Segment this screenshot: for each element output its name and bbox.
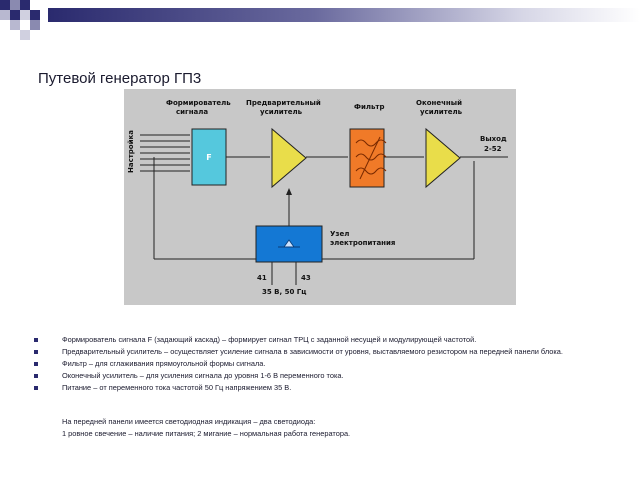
power-label-line2: электропитания: [330, 239, 395, 247]
deco-square: [10, 0, 20, 10]
shaper-label-line2: сигнала: [176, 108, 208, 116]
deco-square: [0, 10, 10, 20]
supply-label: 35 В, 50 Гц: [262, 288, 306, 296]
note-line: На передней панели имеется светодиодная …: [62, 417, 316, 426]
filter-label: Фильтр: [354, 103, 384, 111]
terminal-left-label: 41: [257, 274, 267, 282]
power-label: Узел электропитания: [330, 230, 395, 247]
deco-square: [20, 30, 30, 40]
rectifier-icon: [278, 239, 300, 248]
bullet-item: Фильтр – для сглаживания прямоугольной ф…: [34, 359, 624, 369]
block-diagram: Настройка F Формирователь сигнала Предва…: [124, 89, 516, 305]
deco-square: [10, 20, 20, 30]
setting-label: Настройка: [127, 130, 135, 173]
preamp-label-line1: Предварительный: [246, 99, 321, 107]
final-amp-triangle: [425, 127, 461, 189]
final-amp-label-line2: усилитель: [420, 108, 463, 116]
bullet-text: Предварительный усилитель – осуществляет…: [62, 347, 563, 356]
preamp-label-line2: усилитель: [260, 108, 303, 116]
output-label: Выход: [480, 135, 507, 143]
bullet-item: Предварительный усилитель – осуществляет…: [34, 347, 624, 357]
preamp-label: Предварительный усилитель: [246, 99, 323, 116]
bullet-marker: [34, 374, 38, 378]
bullet-item: Оконечный усилитель – для усиления сигна…: [34, 371, 624, 381]
bullet-marker: [34, 386, 38, 390]
shaper-letter: F: [206, 153, 211, 162]
bullet-marker: [34, 350, 38, 354]
bullet-item: Формирователь сигнала F (задающий каскад…: [34, 335, 624, 345]
bullet-text: Фильтр – для сглаживания прямоугольной ф…: [62, 359, 266, 368]
shaper-label: Формирователь сигнала: [166, 99, 233, 116]
bullet-text: Оконечный усилитель – для усиления сигна…: [62, 371, 344, 380]
deco-square: [30, 20, 40, 30]
bullet-text: Питание – от переменного тока частотой 5…: [62, 383, 292, 392]
preamp-triangle: [271, 127, 307, 189]
shaper-label-line1: Формирователь: [166, 99, 231, 107]
final-amp-label-line1: Оконечный: [416, 99, 462, 107]
output-value: 2-52: [484, 145, 502, 153]
deco-square: [30, 10, 40, 20]
setting-input-lines: [140, 134, 190, 172]
bullet-list: Формирователь сигнала F (задающий каскад…: [34, 335, 624, 395]
terminal-right-label: 43: [301, 274, 311, 282]
header-band: [48, 8, 640, 22]
bullet-item: Питание – от переменного тока частотой 5…: [34, 383, 624, 393]
deco-square: [10, 10, 20, 20]
notes-block: На передней панели имеется светодиодная …: [62, 416, 350, 440]
shaper-block: [191, 128, 227, 186]
page-title: Путевой генератор ГП3: [38, 70, 202, 87]
filter-wave-icon: [355, 136, 387, 180]
deco-square: [20, 0, 30, 10]
header-decoration: [0, 0, 640, 40]
deco-square: [0, 0, 10, 10]
final-amp-label: Оконечный усилитель: [416, 99, 464, 116]
diagram-background: [124, 89, 516, 305]
note-line: 1 ровное свечение – наличие питания; 2 м…: [62, 429, 351, 438]
bullet-marker: [34, 338, 38, 342]
bullet-marker: [34, 362, 38, 366]
deco-square: [20, 10, 30, 20]
power-label-line1: Узел: [330, 230, 349, 238]
power-feed-arrow: [286, 188, 292, 195]
bullet-text: Формирователь сигнала F (задающий каскад…: [62, 335, 477, 344]
